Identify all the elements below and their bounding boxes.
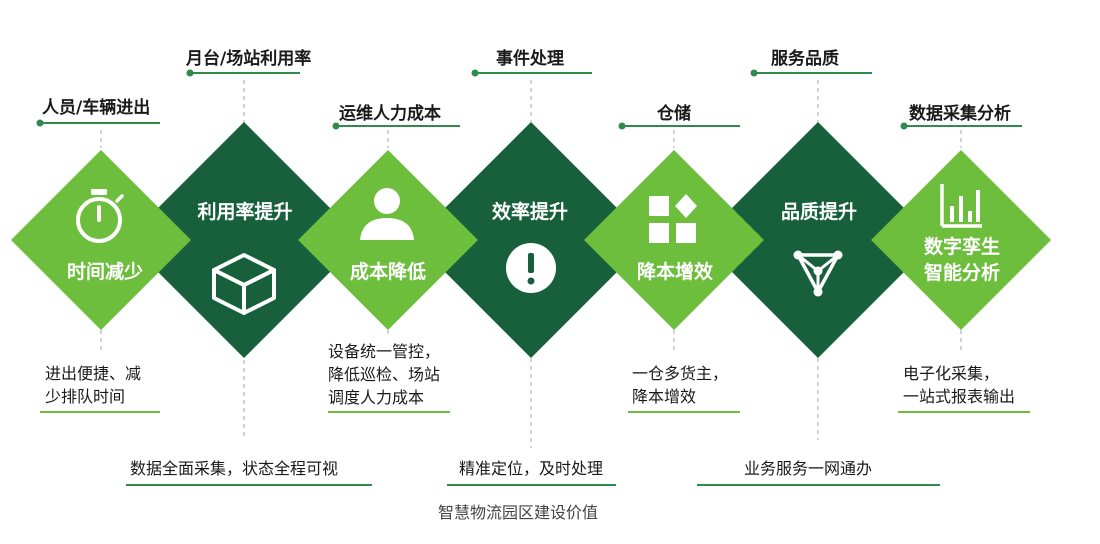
person-body: [360, 218, 414, 240]
description-cost: 设备统一管控， 降低巡检、场站 调度人力成本: [328, 342, 441, 407]
top-underline-dot-2: [332, 122, 340, 130]
grid-square-br: [676, 223, 696, 243]
stopwatch-button: [115, 194, 124, 203]
top-label-warehousing: 仓储: [657, 104, 691, 124]
diamond-label-utilization-up: 利用率提升: [197, 201, 293, 223]
diamond-label-quality-up: 品质提升: [780, 201, 857, 223]
network-node-0: [793, 250, 803, 260]
diamond-5: [700, 122, 936, 358]
diamond-label-cost-efficiency: 降本增效: [636, 261, 713, 283]
top-label-dock-utilization: 月台/场站利用率: [186, 49, 312, 69]
top-underline-dot-3: [471, 69, 479, 77]
description-data-analysis: 电子化采集， 一站式报表输出: [903, 364, 1016, 406]
grid-diamond-tr: [675, 194, 697, 218]
bar-chart-bar-1: [959, 196, 963, 222]
top-underline-dot-5: [750, 69, 758, 77]
network-node-1: [833, 250, 843, 260]
top-underline-dot-4: [618, 122, 626, 130]
bar-chart-bar-3: [976, 190, 980, 222]
top-label-event-handling: 事件处理: [496, 49, 564, 69]
exclamation-bar: [528, 253, 534, 273]
grid-squares-icon: [649, 196, 669, 216]
person-icon: [374, 188, 400, 214]
diamond-6: [871, 150, 1051, 330]
diamond-4: [584, 150, 764, 330]
exclamation-dot: [527, 277, 535, 285]
top-label-service-quality: 服务品质: [771, 49, 839, 69]
top-label-om-labor-cost: 运维人力成本: [339, 104, 441, 124]
network-node-2: [813, 287, 823, 297]
bar-chart-bar-2: [968, 211, 972, 222]
bottom-label-data-collection: 数据全面采集，状态全程可视: [130, 459, 339, 478]
diamond-3: [413, 122, 649, 358]
figure-caption: 智慧物流园区建设价值: [438, 503, 599, 522]
top-label-entry-exit: 人员/车辆进出: [42, 98, 151, 118]
stopwatch-icon: [76, 197, 122, 243]
stopwatch-crown: [91, 189, 107, 195]
box-right-face: [242, 268, 276, 315]
top-label-data-analysis: 数据采集分析: [909, 104, 1011, 124]
bottom-label-positioning: 精准定位，及时处理: [459, 459, 604, 478]
diamond-label-cost-down: 成本降低: [349, 261, 426, 283]
diamond-1: [126, 122, 362, 358]
top-underline-dot-1: [186, 69, 194, 77]
triangle-network-icon: [796, 253, 840, 294]
diamond-label-time-reduction: 时间减少: [66, 261, 143, 283]
diamond-label-efficiency-up: 效率提升: [491, 201, 568, 223]
network-node-3: [813, 266, 823, 276]
top-underline-dot-6: [900, 122, 908, 130]
top-underline-dot-0: [36, 119, 44, 127]
bar-chart-bar-0: [950, 206, 954, 222]
diamond-label-digital-twin: 数字孪生 智能分析: [923, 236, 1000, 284]
description-entry-exit: 进出便捷、减 少排队时间: [45, 364, 142, 406]
description-warehousing: 一仓多货主， 降本增效: [632, 364, 729, 406]
bottom-label-one-stop-service: 业务服务一网通办: [744, 459, 873, 478]
grid-square-bl: [649, 223, 669, 243]
